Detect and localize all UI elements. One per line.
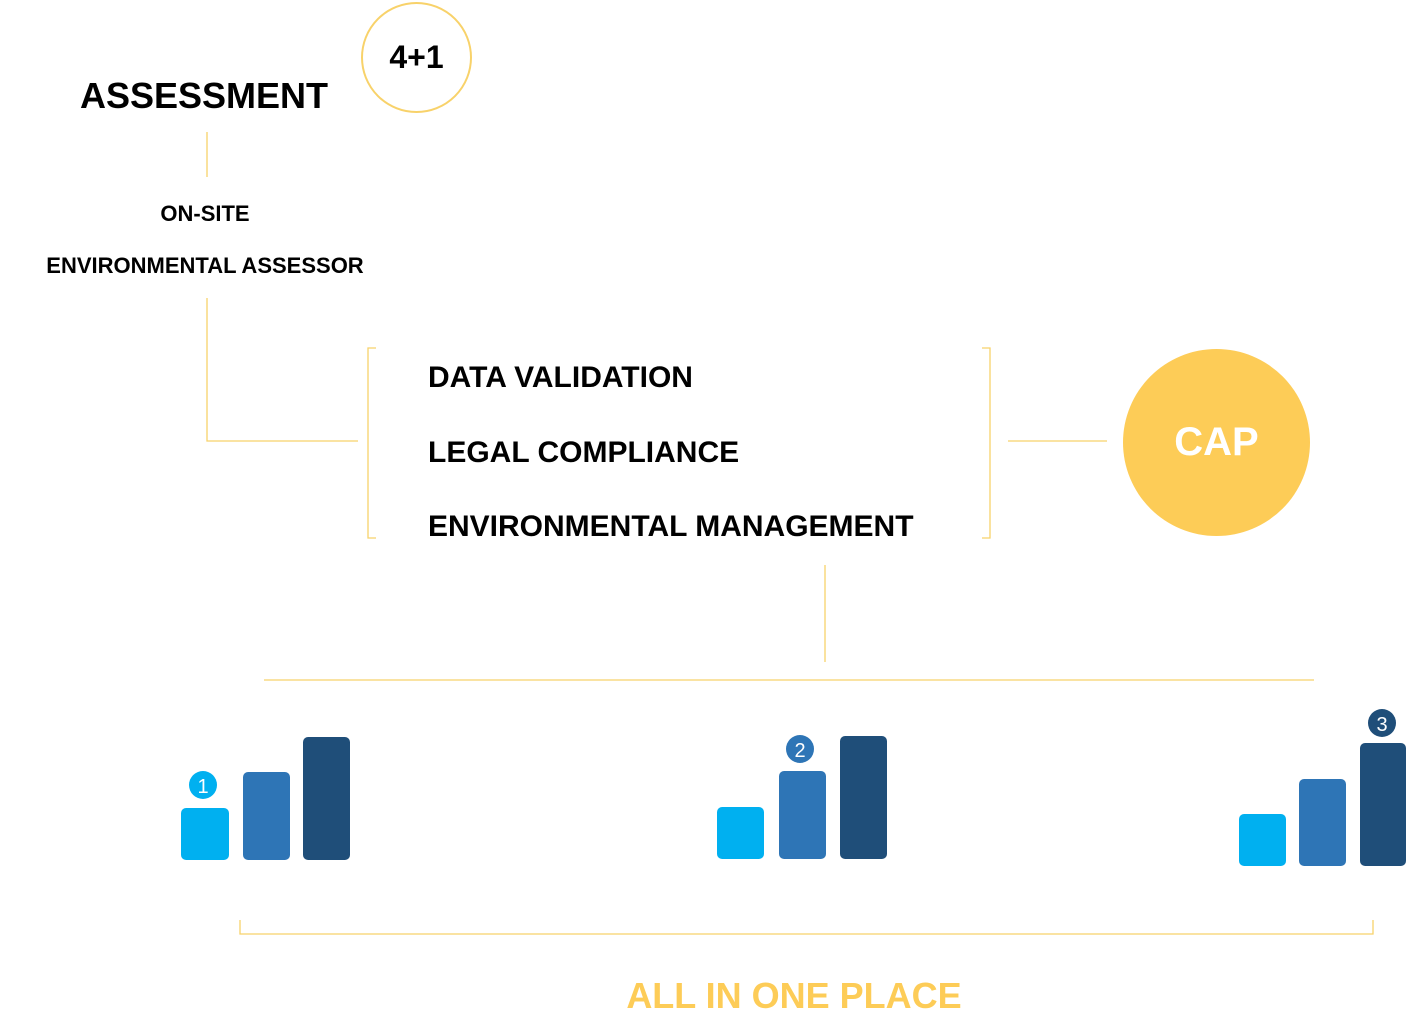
check-item-environmental-management: ENVIRONMENTAL MANAGEMENT	[428, 510, 914, 543]
check-item-legal-compliance: LEGAL COMPLIANCE	[428, 436, 740, 469]
level-1-marker-circle	[189, 771, 217, 799]
level-1-marker-label: 1	[197, 776, 208, 798]
level-3-bar-medium	[1299, 779, 1346, 866]
level-3-marker-circle	[1368, 709, 1396, 737]
level-2-bar-small	[717, 807, 764, 859]
levels-bottom-bracket	[239, 920, 1374, 935]
assessment-title: ASSESSMENT	[80, 75, 329, 116]
level-3-marker-label: 3	[1376, 714, 1387, 736]
level-2-bar-large	[840, 736, 887, 859]
assessor-line-2: ENVIRONMENTAL ASSESSOR	[46, 253, 364, 278]
level-group-1: 1	[181, 737, 350, 860]
level-1-bar-small	[181, 808, 229, 860]
level-2-marker-label: 2	[794, 740, 805, 762]
level-2-bar-medium	[779, 771, 826, 859]
checks-left-bracket	[367, 347, 376, 539]
assessor-line-1: ON-SITE	[160, 201, 250, 226]
footer-label: ALL IN ONE PLACE	[626, 975, 962, 1016]
checks-right-bracket	[982, 347, 991, 539]
level-1-bar-large	[303, 737, 350, 860]
level-2-marker-circle	[786, 735, 814, 763]
cap-label: CAP	[1174, 420, 1259, 464]
level-group-2: 2	[717, 735, 887, 859]
cap-circle: CAP	[1123, 349, 1310, 536]
level-3-bar-large	[1360, 743, 1406, 866]
assessment-badge: 4+1	[361, 2, 472, 113]
level-group-3: 3	[1239, 709, 1406, 866]
connector-assessor-checks	[206, 298, 358, 442]
assessment-badge-label: 4+1	[389, 39, 444, 75]
level-3-bar-small	[1239, 814, 1286, 866]
level-1-bar-medium	[243, 772, 290, 860]
check-item-data-validation: DATA VALIDATION	[428, 361, 693, 394]
